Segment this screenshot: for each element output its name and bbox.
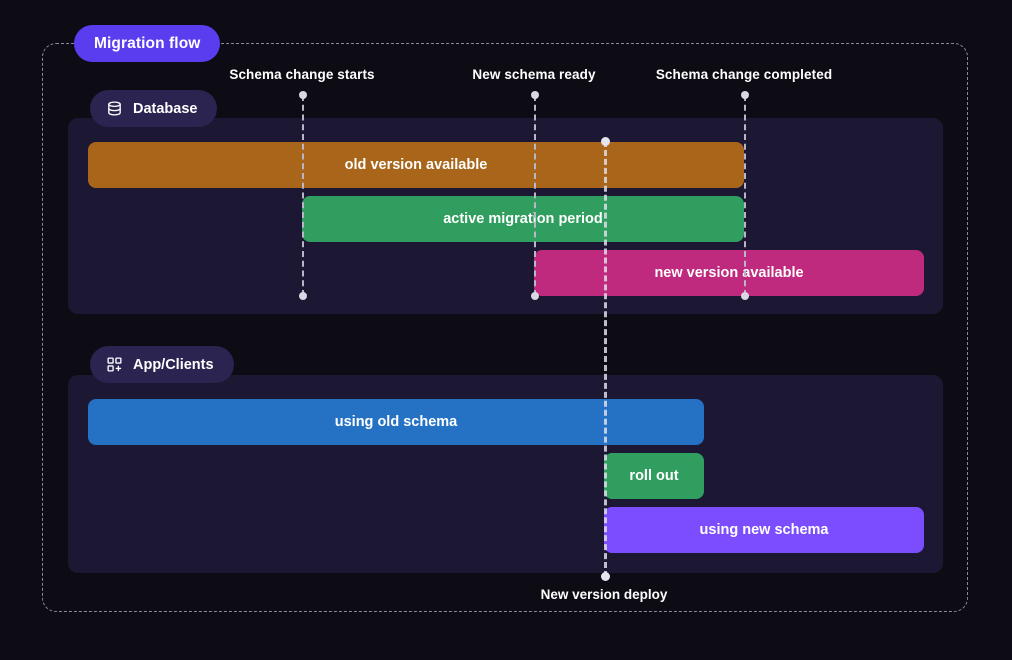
migration-flow-title-label: Migration flow [94,34,201,52]
bar-label: roll out [629,468,679,484]
bar-label: using old schema [334,414,458,430]
bar-using-old-schema: using old schema [88,399,704,445]
bar-new-version-available: new version available [534,250,924,296]
migration-flow-title: Migration flow [74,25,221,62]
lane-badge-app-clients: App/Clients [90,346,234,383]
lane-badge-database-label: Database [133,100,198,117]
bar-label: active migration period [443,211,603,227]
bar-label: old version available [344,157,488,173]
bar-label: using new schema [699,522,829,538]
lane-badge-database: Database [90,90,218,127]
bar-roll-out: roll out [604,453,704,499]
bar-old-version-available: old version available [88,142,744,188]
bar-active-migration-period: active migration period [302,196,744,242]
lane-badge-app-clients-label: App/Clients [133,356,214,373]
diagram-frame [42,43,968,612]
database-icon [106,100,123,117]
bar-label: new version available [654,265,804,281]
grid-plus-icon [106,356,123,373]
bar-using-new-schema: using new schema [604,507,924,553]
